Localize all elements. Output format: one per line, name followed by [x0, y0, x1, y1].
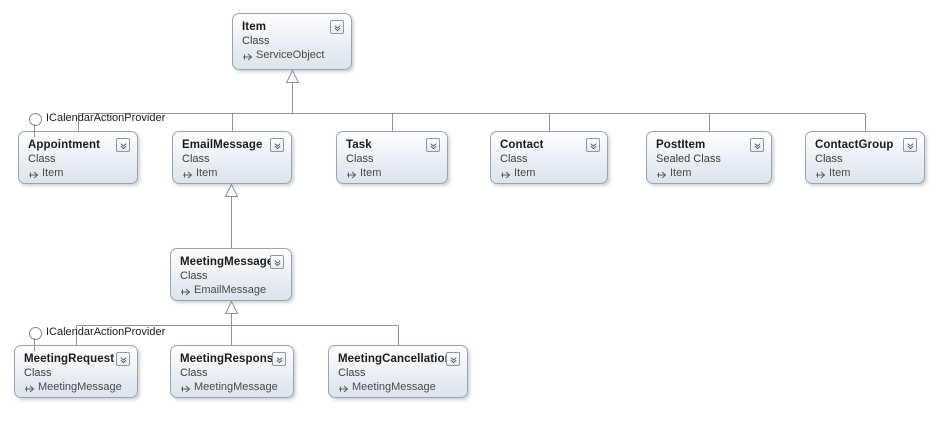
class-base: MeetingMessage: [338, 380, 459, 394]
chevron-double-down-icon[interactable]: [446, 352, 460, 366]
class-box-emailmessage[interactable]: EmailMessage Class Item: [172, 131, 292, 184]
class-kind: Sealed Class: [656, 153, 721, 165]
class-kind: Class: [24, 367, 52, 379]
chevron-double-down-icon[interactable]: [270, 138, 284, 152]
chevron-double-down-icon[interactable]: [116, 138, 130, 152]
lollipop-stem: [34, 124, 35, 137]
class-base-label: Item: [42, 167, 64, 179]
class-box-meetingrequest[interactable]: MeetingRequest Class MeetingMessage: [14, 345, 138, 398]
class-kind: Class: [346, 153, 374, 165]
class-base: Item: [182, 166, 283, 180]
class-name: ContactGroup: [815, 139, 894, 151]
inheritance-arrow-icon: [24, 383, 35, 394]
class-kind: Class: [338, 367, 366, 379]
lollipop-interface-icon: [29, 327, 42, 340]
class-name: MeetingResponse: [180, 353, 280, 365]
class-name: MeetingMessage: [180, 256, 274, 268]
class-base: Item: [656, 166, 763, 180]
class-name: PostItem: [656, 139, 706, 151]
class-base: Item: [500, 166, 599, 180]
inheritance-arrow-icon: [182, 169, 193, 180]
class-base-label: EmailMessage: [194, 284, 267, 296]
inheritance-arrow-icon: [338, 383, 349, 394]
inheritance-arrow-icon: [28, 169, 39, 180]
class-base: MeetingMessage: [24, 380, 129, 394]
class-name: Item: [242, 21, 267, 33]
class-base-label: ServiceObject: [256, 49, 325, 61]
class-kind: Class: [500, 153, 528, 165]
class-base-label: Item: [829, 167, 851, 179]
inheritance-arrow-icon: [656, 169, 667, 180]
class-name: Appointment: [28, 139, 101, 151]
class-box-meetingresponse[interactable]: MeetingResponse Class MeetingMessage: [170, 345, 294, 398]
class-base-label: MeetingMessage: [38, 381, 122, 393]
class-base-label: Item: [196, 167, 218, 179]
class-kind: Class: [180, 270, 208, 282]
class-kind: Class: [182, 153, 210, 165]
class-base: EmailMessage: [180, 283, 283, 297]
interface-label: ICalendarActionProvider: [46, 326, 166, 338]
class-name: EmailMessage: [182, 139, 263, 151]
class-base: MeetingMessage: [180, 380, 285, 394]
interface-label: ICalendarActionProvider: [46, 112, 166, 124]
chevron-double-down-icon[interactable]: [272, 352, 286, 366]
class-box-task[interactable]: Task Class Item: [336, 131, 448, 184]
inheritance-arrow-icon: [500, 169, 511, 180]
class-name: MeetingCancellation: [338, 353, 452, 365]
class-box-contact[interactable]: Contact Class Item: [490, 131, 608, 184]
class-base: ServiceObject: [242, 48, 343, 62]
lollipop-interface-icon: [29, 113, 42, 126]
class-base-label: MeetingMessage: [352, 381, 436, 393]
chevron-double-down-icon[interactable]: [903, 138, 917, 152]
class-base-label: Item: [514, 167, 536, 179]
inheritance-triangle: [285, 69, 300, 83]
inheritance-arrow-icon: [180, 286, 191, 297]
class-box-meetingcancellation[interactable]: MeetingCancellation Class MeetingMessage: [328, 345, 468, 398]
inheritance-arrow-icon: [815, 169, 826, 180]
class-kind: Class: [28, 153, 56, 165]
class-base: Item: [346, 166, 439, 180]
class-name: Task: [346, 139, 372, 151]
inheritance-arrow-icon: [242, 51, 253, 62]
class-box-contactgroup[interactable]: ContactGroup Class Item: [805, 131, 925, 184]
class-box-meetingmessage[interactable]: MeetingMessage Class EmailMessage: [170, 248, 292, 301]
class-box-item[interactable]: Item Class ServiceObject: [232, 13, 352, 70]
inheritance-arrow-icon: [180, 383, 191, 394]
class-kind: Class: [242, 35, 270, 47]
inheritance-arrow-icon: [346, 169, 357, 180]
class-kind: Class: [180, 367, 208, 379]
chevron-double-down-icon[interactable]: [586, 138, 600, 152]
chevron-double-down-icon[interactable]: [270, 255, 284, 269]
inheritance-triangle: [224, 183, 239, 197]
class-name: Contact: [500, 139, 544, 151]
inheritance-triangle: [224, 300, 239, 314]
class-base: Item: [28, 166, 129, 180]
class-kind: Class: [815, 153, 843, 165]
lollipop-stem: [34, 338, 35, 351]
chevron-double-down-icon[interactable]: [330, 20, 344, 34]
class-base-label: Item: [670, 167, 692, 179]
class-base-label: MeetingMessage: [194, 381, 278, 393]
class-box-appointment[interactable]: Appointment Class Item: [18, 131, 138, 184]
class-name: MeetingRequest: [24, 353, 115, 365]
chevron-double-down-icon[interactable]: [116, 352, 130, 366]
class-base-label: Item: [360, 167, 382, 179]
class-base: Item: [815, 166, 916, 180]
class-box-postitem[interactable]: PostItem Sealed Class Item: [646, 131, 772, 184]
chevron-double-down-icon[interactable]: [750, 138, 764, 152]
chevron-double-down-icon[interactable]: [426, 138, 440, 152]
